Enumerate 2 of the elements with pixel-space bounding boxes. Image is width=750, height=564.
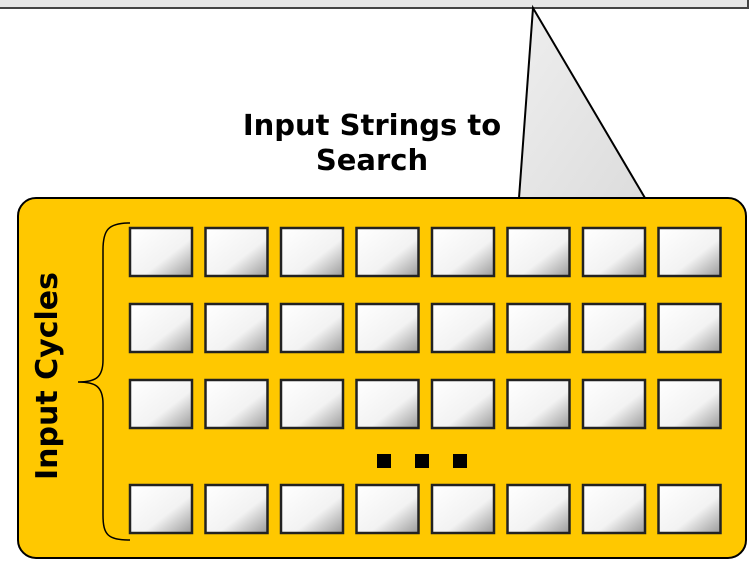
panel-title: Input Strings to Search [242, 108, 502, 178]
axis-label: Input Cycles [30, 272, 66, 480]
